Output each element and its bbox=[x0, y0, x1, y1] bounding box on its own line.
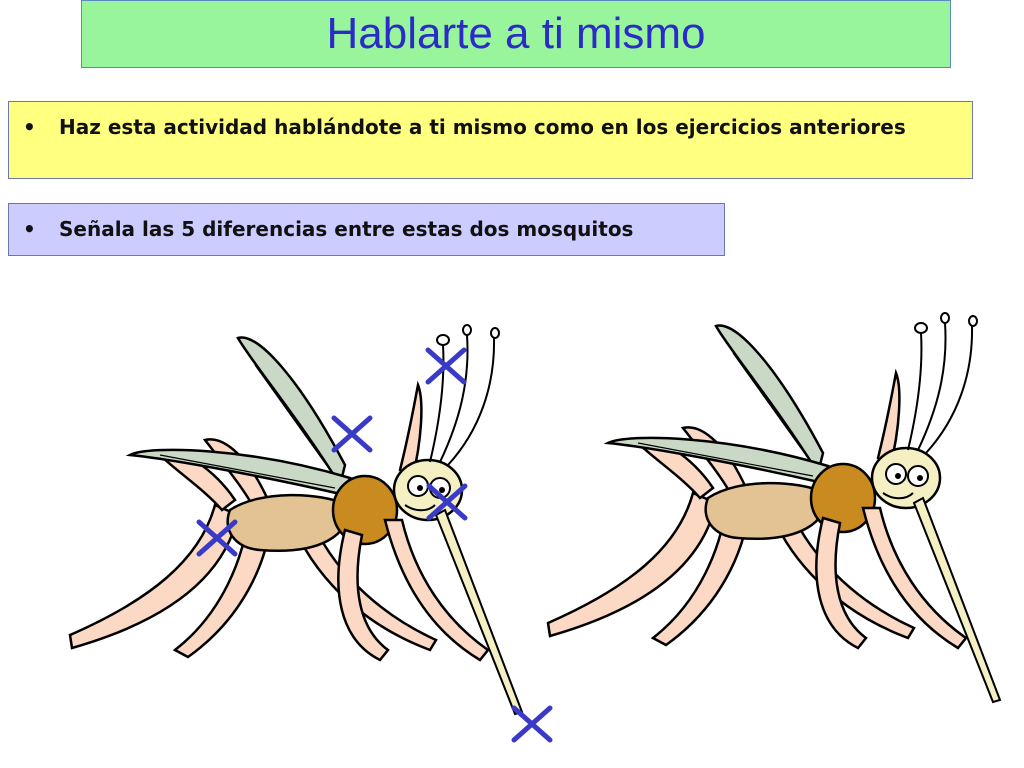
bullet-item-2: • Señala las 5 diferencias entre estas d… bbox=[23, 214, 710, 244]
bullet-text-2: Señala las 5 diferencias entre estas dos… bbox=[59, 217, 634, 241]
slide-title: Hablarte a ti mismo bbox=[326, 9, 706, 58]
bullet-item-1: • Haz esta actividad hablándote a ti mis… bbox=[23, 112, 958, 142]
mosquito-left bbox=[68, 323, 524, 716]
instruction-box-2: • Señala las 5 diferencias entre estas d… bbox=[8, 203, 725, 256]
x-mark-icon bbox=[514, 708, 550, 740]
bullet-marker: • bbox=[23, 217, 36, 241]
mosquito-right bbox=[546, 311, 1002, 704]
bullet-marker: • bbox=[23, 115, 36, 139]
instruction-box-1: • Haz esta actividad hablándote a ti mis… bbox=[8, 101, 973, 179]
slide-title-box: Hablarte a ti mismo bbox=[81, 0, 951, 68]
x-mark-icon bbox=[428, 350, 464, 382]
bullet-text-1: Haz esta actividad hablándote a ti mismo… bbox=[59, 115, 906, 139]
x-mark-icon bbox=[334, 418, 370, 450]
